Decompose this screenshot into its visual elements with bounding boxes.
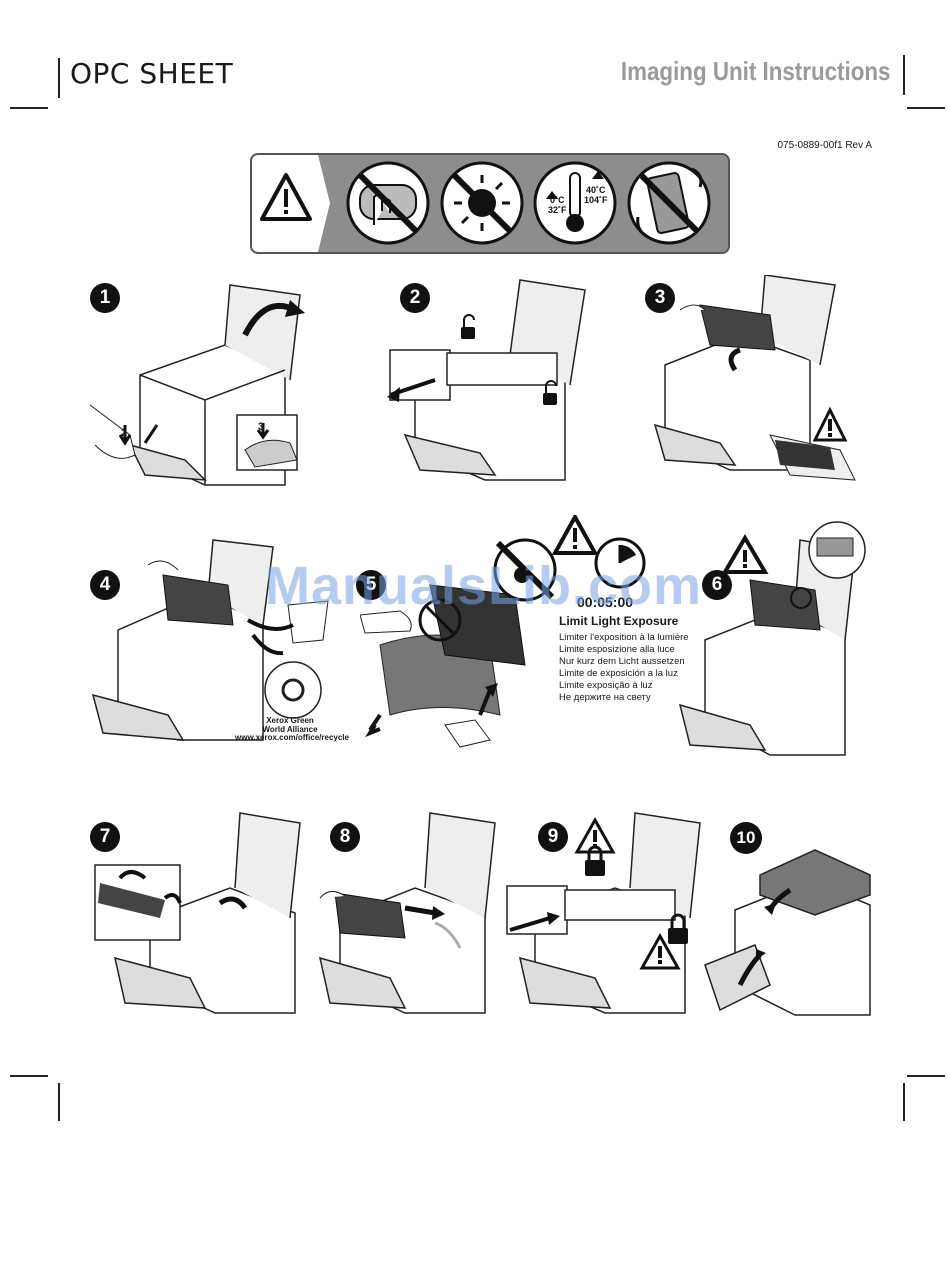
- light-exposure-title: Limit Light Exposure: [559, 614, 679, 628]
- exposure-timer: 00:05:00: [577, 594, 634, 610]
- light-exposure-es: Limite de exposición a la luz: [559, 668, 678, 679]
- step-number: 7: [90, 822, 120, 852]
- step-number: 8: [330, 822, 360, 852]
- document-title: Imaging Unit Instructions: [620, 56, 890, 86]
- recycle-line2: World Alliance: [262, 725, 318, 734]
- callout-latch: 3: [258, 421, 265, 433]
- step-number: 2: [400, 283, 430, 313]
- temp-high-c: 40˚C: [586, 185, 606, 195]
- crop-mark: [903, 1083, 905, 1121]
- step8-remove-packaging-illustration: [318, 812, 496, 1014]
- step-number: 5: [356, 570, 386, 600]
- temp-low-f: 32˚F: [548, 205, 567, 215]
- step10-close-covers-illustration: [704, 849, 871, 1016]
- recycle-url: www.xerox.com/office/recycle: [235, 733, 349, 742]
- step3-remove-imaging-unit-illustration: [653, 275, 856, 481]
- step2-unlock-levers-illustration: [387, 279, 586, 481]
- step4-unpack-new-unit-illustration: [91, 539, 329, 741]
- recycle-line1: Xerox Green: [266, 716, 314, 725]
- step-number: 6: [702, 570, 732, 600]
- watermark: ManualsLib.com: [265, 556, 703, 616]
- sheet-title: OPC SHEET: [70, 57, 234, 90]
- handling-warnings-bar: 0˚C 32˚F 40˚C 104˚F: [250, 153, 730, 254]
- step5-remove-protective-sheet-illustration: [360, 515, 646, 748]
- crop-mark: [907, 1075, 945, 1077]
- light-exposure-it: Limite esposizione alla luce: [559, 644, 675, 655]
- no-tilt-icon: [627, 161, 711, 245]
- step7-lock-unit-illustration: [94, 812, 301, 1014]
- temperature-range-icon: [533, 161, 617, 245]
- step9-lock-levers-illustration: [506, 812, 701, 1014]
- crop-mark: [10, 1075, 48, 1077]
- crop-mark: [58, 58, 60, 98]
- crop-mark: [10, 107, 48, 109]
- document-number: 075-0889-00f1 Rev A: [777, 140, 872, 151]
- step6-insert-imaging-unit-illustration: [678, 521, 866, 756]
- no-touch-drum-icon: [346, 161, 430, 245]
- step-number: 9: [538, 822, 568, 852]
- step1-open-front-cover-illustration: [89, 284, 305, 486]
- step-number: 4: [90, 570, 120, 600]
- light-exposure-fr: Limiter l'exposition à la lumière: [559, 632, 689, 643]
- light-exposure-de: Nur kurz dem Licht aussetzen: [559, 656, 685, 667]
- temp-low-c: 0˚C: [550, 195, 565, 205]
- step-number: 3: [645, 283, 675, 313]
- callout-press: 2: [121, 427, 128, 439]
- no-sunlight-icon: [440, 161, 524, 245]
- temp-high-f: 104˚F: [584, 195, 608, 205]
- step-number: 10: [730, 822, 762, 854]
- light-exposure-pt: Limite exposição à luz: [559, 680, 653, 691]
- crop-mark: [903, 55, 905, 95]
- step-number: 1: [90, 283, 120, 313]
- light-exposure-ru: Не держите на свету: [559, 692, 651, 703]
- crop-mark: [907, 107, 945, 109]
- crop-mark: [58, 1083, 60, 1121]
- warning-triangle-icon: [260, 173, 312, 221]
